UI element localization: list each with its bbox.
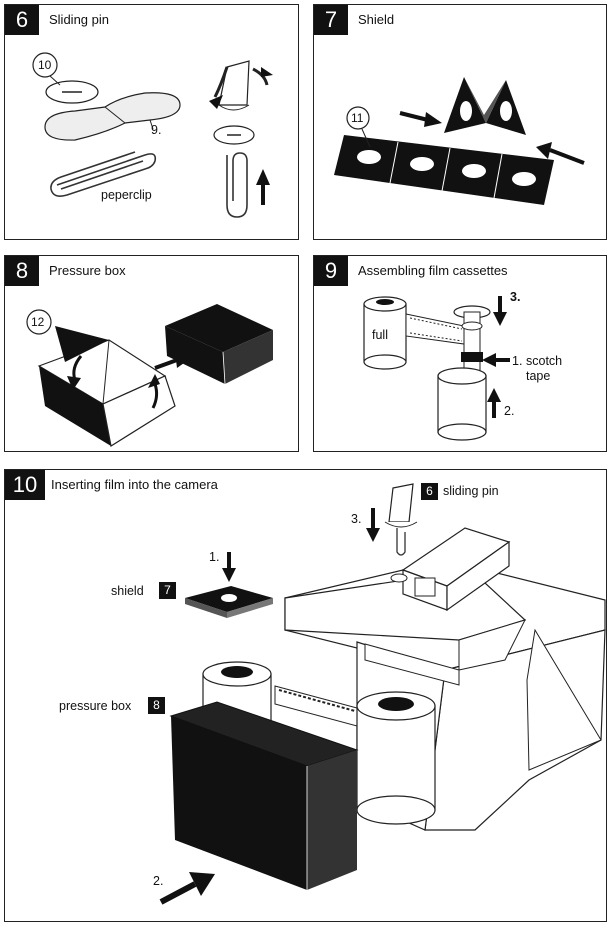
pressure-box-label: pressure box — [59, 699, 132, 713]
pressure-box-step-badge: 8 — [148, 697, 165, 714]
panel-assembling-cassettes: 9 Assembling film cassettes full 3. 1. s… — [313, 255, 607, 452]
step-number-badge: 9 — [314, 256, 348, 286]
step-2-label: 2. — [504, 404, 515, 418]
tape-label: tape — [526, 369, 551, 383]
panel-shield: 7 Shield 11 — [313, 4, 607, 240]
panel-title: Assembling film cassettes — [358, 263, 508, 278]
part-number-10: 10 — [38, 58, 52, 72]
step-number-badge: 8 — [5, 256, 39, 286]
part-number-9: 9. — [151, 123, 162, 137]
sliding-pin-illustration — [32, 52, 273, 218]
paperclip-label: peperclip — [101, 188, 152, 202]
part-number-12: 12 — [31, 315, 45, 329]
panel-pressure-box: 8 Pressure box 12 — [4, 255, 299, 452]
camera-insertion-illustration — [159, 483, 606, 905]
step-3-label: 3. — [351, 512, 362, 526]
step-number-badge: 6 — [5, 5, 39, 35]
pin-step-badge: 6 — [421, 483, 438, 500]
step-1-label: 1. — [512, 354, 523, 368]
panel-sliding-pin: 6 Sliding pin 10 9. peperclip — [4, 4, 299, 240]
panel-title: Shield — [358, 12, 395, 27]
shield-illustration — [334, 77, 585, 205]
panel-title: Inserting film into the camera — [51, 477, 218, 492]
cassette-assembly-illustration — [363, 296, 510, 441]
step-1-label: 1. — [209, 550, 220, 564]
shield-step-badge: 7 — [159, 582, 176, 599]
part-number-11: 11 — [351, 111, 364, 125]
step-number-badge: 10 — [5, 470, 45, 500]
step-2-label: 2. — [153, 874, 164, 888]
pressure-box-illustration — [26, 304, 273, 447]
shield-label: shield — [111, 584, 144, 598]
full-cassette-label: full — [372, 328, 388, 342]
sliding-pin-label: sliding pin — [443, 484, 499, 498]
panel-title: Sliding pin — [49, 12, 109, 27]
step-3-label: 3. — [510, 290, 521, 304]
panel-inserting-film: 10 Inserting film into the camera — [4, 469, 607, 922]
scotch-label: scotch — [526, 354, 563, 368]
panel-title: Pressure box — [49, 263, 126, 278]
step-number-badge: 7 — [314, 5, 348, 35]
